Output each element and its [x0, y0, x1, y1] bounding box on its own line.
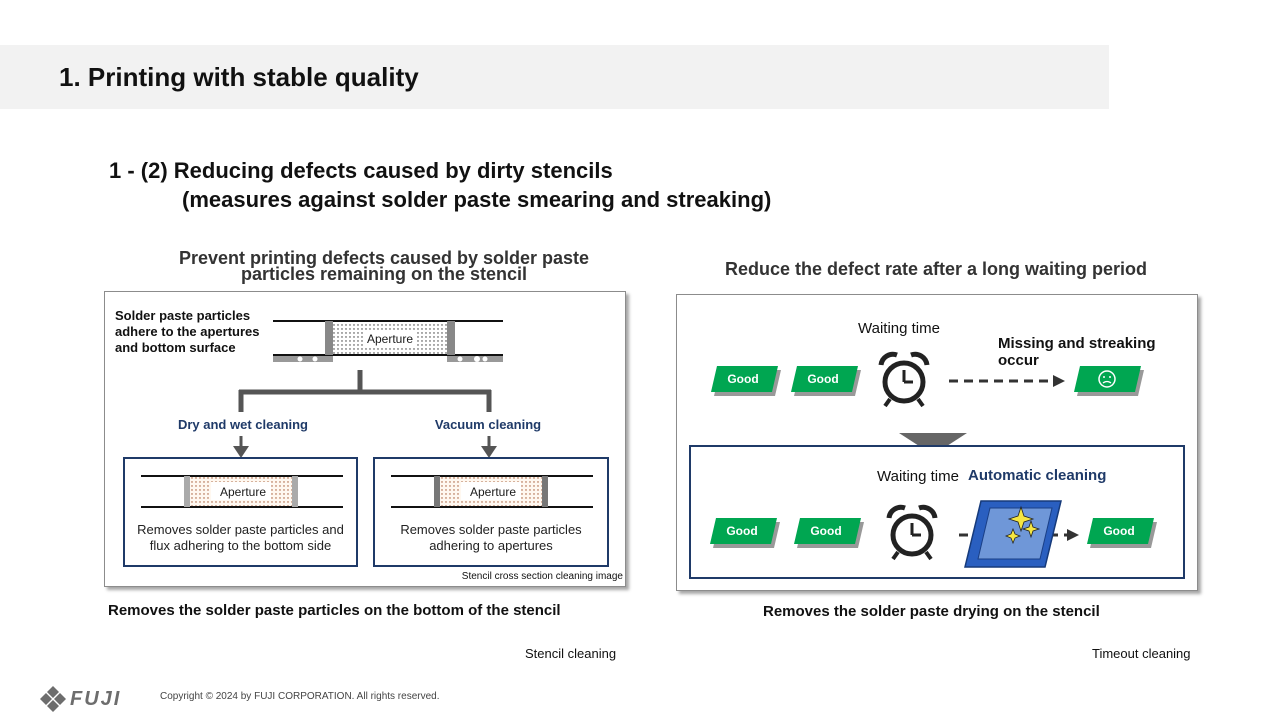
down-arrow-icon — [899, 433, 967, 455]
automatic-cleaning-label: Automatic cleaning — [968, 467, 1107, 484]
aperture-label-vacuum: Aperture — [469, 485, 517, 499]
vacuum-cleaning-box: Aperture Removes solder paste particles … — [373, 457, 609, 567]
aperture-label-top: Aperture — [366, 332, 414, 346]
vacuum-description: Removes solder paste particles adhering … — [400, 522, 582, 553]
timeout-cleaning-label: Timeout cleaning — [1092, 646, 1191, 661]
good-tag: Good — [710, 518, 780, 548]
stencil-cleaning-panel: Solder paste particles adhere to the ape… — [104, 291, 626, 587]
good-label: Good — [1103, 524, 1135, 538]
copyright: Copyright © 2024 by FUJI CORPORATION. Al… — [160, 691, 440, 702]
aperture-label-drywet: Aperture — [219, 485, 267, 499]
dashed-arrow — [949, 375, 1065, 387]
branch-connector — [233, 370, 497, 458]
sparkle-icon — [1004, 505, 1041, 545]
good-tag: Good — [1087, 518, 1157, 548]
dry-wet-stencil-diagram — [141, 475, 343, 508]
waiting-time-label-bottom: Waiting time — [877, 468, 959, 485]
dry-wet-cleaning-box: Aperture Removes solder paste particles … — [123, 457, 358, 567]
vacuum-stencil-diagram — [391, 475, 593, 508]
section-subtitle-line2: (measures against solder paste smearing … — [182, 187, 772, 212]
good-label: Good — [727, 372, 759, 386]
right-bottom-caption: Removes the solder paste drying on the s… — [763, 603, 1100, 620]
good-tag: Good — [711, 366, 781, 396]
automatic-cleaning-box: Waiting time Automatic cleaning Good Goo… — [689, 445, 1185, 579]
adhesion-note: Solder paste particles adhere to the ape… — [115, 308, 260, 355]
stencil-cross-section-diagram — [273, 320, 503, 362]
fuji-logo-icon: FUJI — [40, 686, 121, 712]
alarm-clock-icon — [878, 351, 930, 408]
left-bottom-caption: Removes the solder paste particles on th… — [108, 602, 561, 619]
good-label: Good — [726, 524, 758, 538]
right-heading: Reduce the defect rate after a long wait… — [724, 259, 1148, 279]
stencil-cleaning-label: Stencil cleaning — [525, 646, 617, 661]
page-title: 1. Printing with stable quality — [59, 62, 419, 92]
missing-streaking-text: Missing and streaking occur — [998, 335, 1156, 369]
dry-wet-cleaning-label: Dry and wet cleaning — [177, 417, 309, 432]
dry-wet-description: Removes solder paste particles and flux … — [137, 522, 344, 553]
good-tag: Good — [794, 518, 864, 548]
left-heading: Prevent printing defects caused by solde… — [178, 248, 590, 284]
vacuum-cleaning-label: Vacuum cleaning — [434, 417, 542, 432]
sad-face-icon — [1074, 366, 1144, 396]
header-band — [0, 45, 1109, 109]
waiting-time-label-top: Waiting time — [858, 320, 940, 337]
timeout-cleaning-panel: Waiting time Missing and streaking occur… — [676, 294, 1198, 591]
image-caption: Stencil cross section cleaning image — [461, 571, 623, 582]
defect-tag — [1074, 366, 1144, 396]
alarm-clock-icon — [886, 504, 938, 561]
good-tag: Good — [791, 366, 861, 396]
good-label: Good — [810, 524, 842, 538]
clean-stencil-icon — [964, 500, 1062, 568]
section-subtitle-line1: 1 - (2) Reducing defects caused by dirty… — [109, 158, 613, 183]
fuji-logo-text: FUJI — [70, 688, 121, 710]
good-label: Good — [807, 372, 839, 386]
